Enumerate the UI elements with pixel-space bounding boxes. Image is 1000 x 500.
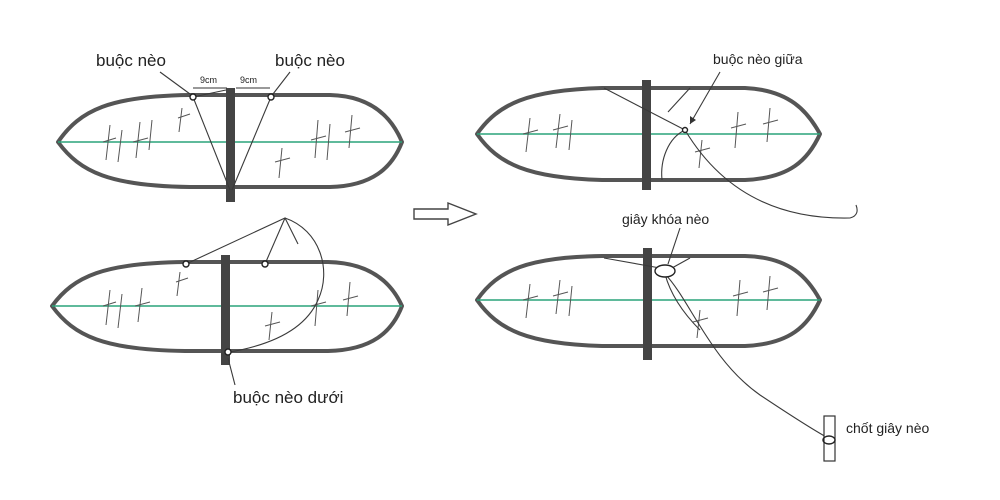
panel-top-right: buộc nèo giữa (475, 51, 858, 219)
neo-strings (192, 89, 272, 191)
hatch-marks (522, 275, 779, 339)
label-buoc-neo-left: buộc nèo (96, 51, 166, 70)
hatch-marks (102, 271, 359, 341)
neo-strings (603, 87, 858, 219)
panel-bottom-right: giây khóa nèo chốt giây nèo (475, 211, 929, 462)
neo-strings (603, 257, 829, 439)
dim-label-right: 9cm (240, 75, 257, 85)
cross-bar (643, 248, 652, 360)
hatch-marks (522, 107, 779, 169)
dimension-left: 9cm (193, 75, 227, 89)
label-giay-khoa-neo: giây khóa nèo (622, 211, 709, 227)
panel-bottom-left: buộc nèo dưới (50, 217, 404, 407)
dim-label-left: 9cm (200, 75, 217, 85)
dimension-right: 9cm (236, 75, 270, 89)
cross-bar (226, 88, 235, 202)
label-buoc-neo-right: buộc nèo (275, 51, 345, 70)
knot-right (267, 93, 275, 101)
cross-bar (642, 80, 651, 190)
right-arrow-icon (413, 201, 478, 227)
neo-strings (185, 217, 325, 353)
knot-left (182, 260, 190, 268)
panel-top-left: 9cm 9cm buộc nèo buộc nèo (56, 51, 404, 202)
knot-right (261, 260, 269, 268)
label-chot-giay-neo: chốt giây nèo (846, 420, 929, 436)
lock-loop (654, 264, 676, 278)
label-buoc-neo-giua: buộc nèo giữa (713, 51, 803, 67)
knot-middle (681, 126, 689, 134)
lock-pin-icon (822, 415, 836, 462)
knot-bottom (224, 348, 232, 356)
hatch-marks (102, 107, 361, 179)
label-buoc-neo-duoi: buộc nèo dưới (233, 388, 343, 407)
knot-left (189, 93, 197, 101)
cross-bar (221, 255, 230, 365)
